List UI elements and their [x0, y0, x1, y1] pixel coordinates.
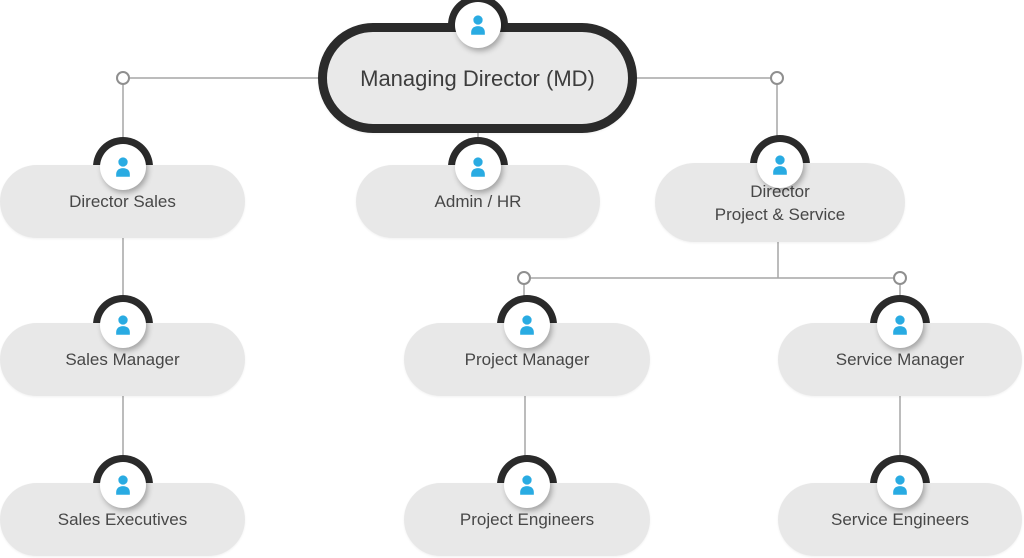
node-label: Director Project & Service — [714, 181, 846, 224]
org-node-director-sales: Director Sales — [0, 137, 245, 238]
org-node-sales-manager: Sales Manager — [0, 295, 245, 396]
org-node-project-engineers: Project Engineers — [404, 455, 650, 556]
person-icon — [877, 462, 923, 508]
junction-circle — [770, 71, 784, 85]
node-pill: Service Manager — [778, 323, 1022, 396]
org-node-sales-executives: Sales Executives — [0, 455, 245, 556]
org-node-admin-hr: Admin / HR — [356, 137, 600, 238]
person-icon — [757, 142, 803, 188]
node-label: Admin / HR — [434, 192, 522, 211]
org-node-service-manager: Service Manager — [778, 295, 1022, 396]
org-node-managing-director: Managing Director (MD) — [318, 0, 637, 133]
org-node-director-project-service: Director Project & Service — [655, 135, 905, 242]
person-icon — [877, 302, 923, 348]
node-label: Director Sales — [69, 192, 176, 211]
junction-circle — [517, 271, 531, 285]
person-icon — [99, 462, 146, 508]
person-icon — [504, 462, 550, 508]
node-label: Managing Director (MD) — [360, 65, 595, 91]
person-icon — [99, 144, 146, 190]
org-node-project-manager: Project Manager — [404, 295, 650, 396]
person-icon — [99, 302, 146, 348]
node-pill: Managing Director (MD) — [318, 23, 637, 133]
junction-circle — [116, 71, 130, 85]
node-label: Sales Executives — [57, 510, 188, 529]
node-label: Service Engineers — [831, 510, 969, 529]
node-label: Project Manager — [464, 350, 590, 369]
node-label: Service Manager — [835, 350, 965, 369]
person-icon — [504, 302, 550, 348]
junction-circle — [893, 271, 907, 285]
org-node-service-engineers: Service Engineers — [778, 455, 1022, 556]
node-pill: Sales Executives — [0, 483, 245, 556]
node-label: Project Engineers — [459, 510, 595, 529]
node-label: Sales Manager — [65, 350, 180, 369]
person-icon — [455, 144, 501, 190]
person-icon — [454, 2, 501, 48]
